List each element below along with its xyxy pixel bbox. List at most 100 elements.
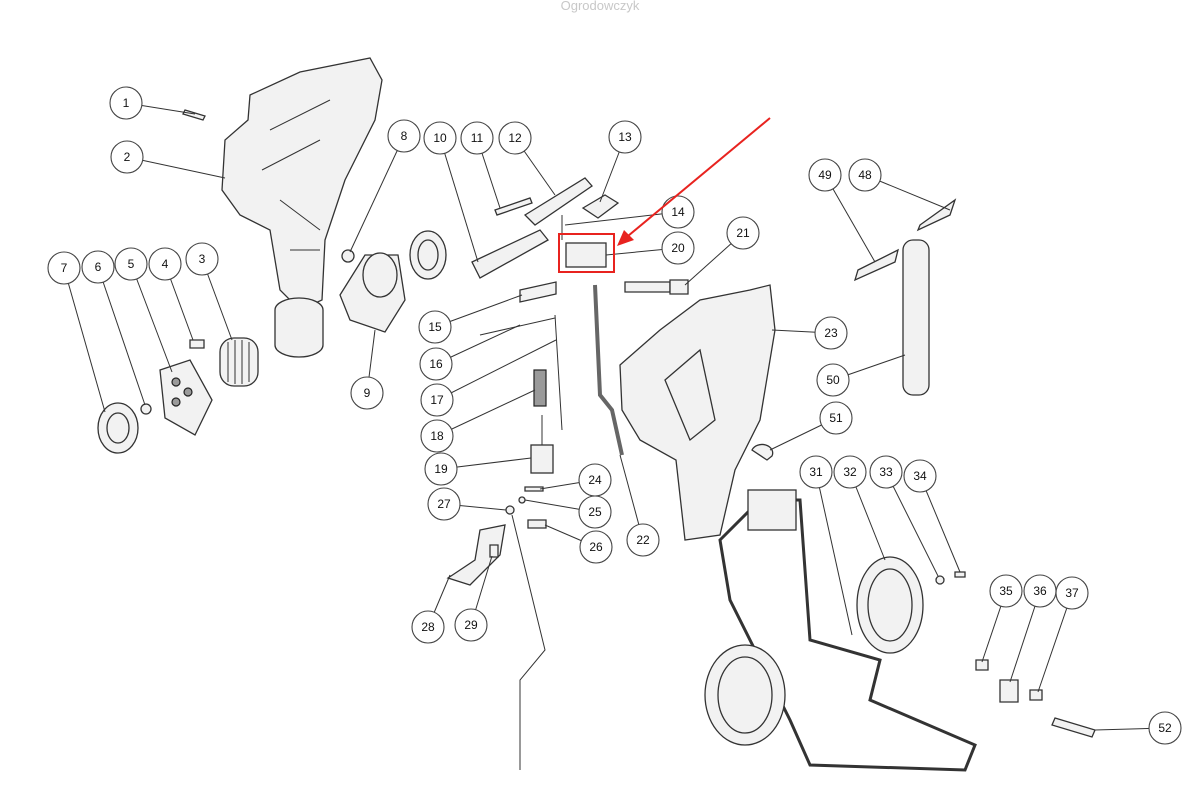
callout-label: 19 [434,462,448,476]
callout-circle [869,455,903,489]
part-48-label [916,198,957,232]
leader-line-10 [439,137,479,263]
callout-circle [420,383,454,417]
callout-26: 26 [579,530,613,564]
callout-label: 8 [401,129,408,143]
callout-label: 6 [95,260,102,274]
callout-10: 10 [423,121,457,155]
callout-label: 7 [61,261,68,275]
watermark: Ogrodowczyk [560,0,640,13]
part-22-wand [593,284,624,456]
leader-line-31 [815,471,853,636]
callout-circle [848,158,882,192]
part-24-screw [524,486,544,492]
callout-34: 34 [903,459,937,493]
leader-line-17 [436,339,557,401]
callout-circle [387,119,421,153]
callout-circle [726,216,760,250]
callout-label: 49 [818,168,832,182]
part-5-cover [159,359,213,436]
callout-28: 28 [411,610,445,644]
part-8-nut [341,249,355,263]
callout-16: 16 [419,347,453,381]
callout-9: 9 [350,376,384,410]
callout-37: 37 [1055,576,1089,610]
callout-circle [460,121,494,155]
callout-circle [81,250,115,284]
leader-line-18 [436,389,536,437]
callout-circle [814,316,848,350]
callout-label: 23 [824,326,838,340]
callout-circle [833,455,867,489]
leader-line-37 [1037,592,1073,693]
callout-label: 33 [879,465,893,479]
callout-circle [418,310,452,344]
callout-3: 3 [185,242,219,276]
callout-circle [109,86,143,120]
part-26-pin [527,519,547,529]
arrow-head-icon [617,230,634,246]
callout-35: 35 [989,574,1023,608]
callout-6: 6 [81,250,115,284]
leader-line-49 [824,174,876,263]
callout-circle [114,247,148,281]
callout-15: 15 [418,310,452,344]
callout-circle [661,231,695,265]
callout-52: 52 [1148,711,1182,745]
callout-circle [350,376,384,410]
callout-49: 49 [808,158,842,192]
callout-label: 18 [430,429,444,443]
callout-label: 5 [128,257,135,271]
part-27-ring [505,505,515,515]
leader-line-14 [564,211,679,226]
callout-12: 12 [498,121,532,155]
leader-line-34 [919,475,961,573]
part-4-bolt [189,339,205,349]
part-31-plate [747,489,797,531]
callout-circle [148,247,182,281]
callout-7: 7 [47,251,81,285]
callout-1: 1 [109,86,143,120]
callout-label: 4 [162,257,169,271]
callout-33: 33 [869,455,903,489]
callout-label: 32 [843,465,857,479]
callout-label: 12 [508,131,522,145]
callout-label: 16 [429,357,443,371]
callout-label: 15 [428,320,442,334]
highlight-box [558,233,615,273]
leader-line-33 [885,471,939,577]
leader-line-2 [126,156,226,179]
callout-label: 9 [364,386,371,400]
callout-label: 26 [589,540,603,554]
callout-circle [799,455,833,489]
callout-label: 34 [913,469,927,483]
callout-label: 14 [671,205,685,219]
part-25-washer [518,496,526,504]
callout-20: 20 [661,231,695,265]
callout-25: 25 [578,495,612,529]
callout-label: 37 [1065,586,1079,600]
hose [511,514,546,770]
callout-label: 50 [826,373,840,387]
callout-2: 2 [110,140,144,174]
callout-circle [419,347,453,381]
callout-circle [608,120,642,154]
callout-circle [579,530,613,564]
callout-label: 1 [123,96,130,110]
highlight-arrow [627,117,771,237]
callout-circle [1148,711,1182,745]
callout-label: 24 [588,473,602,487]
callout-label: 28 [421,620,435,634]
callout-circle [427,487,461,521]
part-28-crank [446,524,506,586]
callout-50: 50 [816,363,850,397]
callout-label: 51 [829,411,843,425]
callout-48: 48 [848,158,882,192]
callout-circle [110,140,144,174]
callout-label: 29 [464,618,478,632]
callout-8: 8 [387,119,421,153]
part-2-collar [274,297,324,358]
callout-27: 27 [427,487,461,521]
part-35-fitting [975,659,989,671]
part-36-coupler [999,679,1019,703]
